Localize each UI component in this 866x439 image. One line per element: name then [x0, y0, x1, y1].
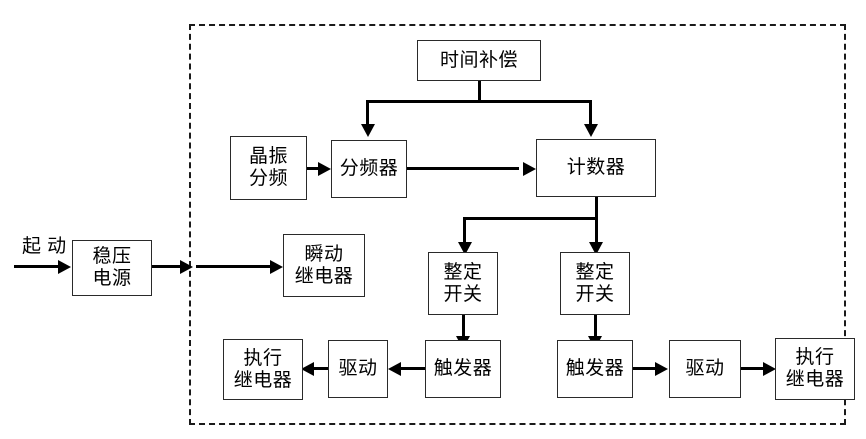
- node-time-compensation: 时间补偿: [417, 40, 541, 81]
- arrowhead-start-to-power: [58, 259, 71, 274]
- arrowhead-drive-right-to-exec-relay-right: [763, 361, 776, 376]
- node-setting-switch-right: 整定 开关: [560, 252, 630, 315]
- edge-counter-bus: [463, 217, 597, 220]
- node-exec-relay-right: 执行 继电器: [775, 338, 855, 400]
- arrowhead-timecomp-to-divider: [360, 124, 375, 137]
- edge-timecomp-to-counter: [589, 100, 592, 126]
- node-drive-right: 驱动: [669, 340, 741, 398]
- start-label-line2: 动: [47, 235, 67, 257]
- node-trigger-right-line1: 触发器: [565, 357, 625, 380]
- node-frequency-divider-line1: 分频器: [339, 157, 399, 180]
- edge-setting-left-to-trigger-left: [461, 315, 465, 338]
- node-time-compensation-line1: 时间补偿: [439, 48, 518, 71]
- edge-counter-trunk: [594, 197, 598, 220]
- node-setting-switch-right-line2: 开关: [575, 282, 615, 305]
- arrowhead-crystal-to-divider: [318, 161, 331, 176]
- node-exec-relay-right-line2: 继电器: [785, 368, 845, 390]
- arrowhead-divider-to-counter: [523, 161, 536, 176]
- node-drive-right-line1: 驱动: [685, 357, 725, 380]
- node-exec-relay-left: 执行 继电器: [223, 339, 303, 400]
- start-label-line1: 起: [22, 235, 42, 257]
- node-instant-relay-line2: 继电器: [294, 264, 354, 287]
- node-setting-switch-right-line1: 整定: [575, 260, 615, 283]
- node-setting-switch-left-line2: 开关: [443, 282, 483, 305]
- edge-power-to-boundary: [152, 265, 184, 268]
- node-trigger-right: 触发器: [557, 340, 633, 398]
- edge-timecomp-bus: [366, 100, 592, 103]
- arrowhead-drive-left-to-exec-relay-left: [301, 361, 314, 376]
- node-instant-relay: 瞬动 继电器: [283, 234, 365, 297]
- edge-boundary-to-instant-relay: [196, 265, 274, 268]
- start-label: 起 动: [22, 235, 66, 258]
- arrowhead-timecomp-to-counter: [583, 124, 598, 137]
- edge-trigger-right-to-drive-right: [633, 367, 658, 370]
- node-trigger-left: 触发器: [425, 340, 501, 398]
- arrowhead-trigger-right-to-drive-right: [655, 361, 668, 376]
- arrowhead-trigger-left-to-drive-left: [388, 361, 401, 376]
- node-setting-switch-left: 整定 开关: [428, 252, 498, 315]
- node-frequency-divider: 分频器: [331, 140, 407, 198]
- node-power-supply: 稳压 电源: [72, 240, 152, 296]
- node-crystal-oscillator: 晶振 分频: [230, 136, 307, 200]
- edge-counter-to-setting-right: [594, 217, 598, 244]
- node-instant-relay-line1: 瞬动: [304, 242, 344, 265]
- node-trigger-left-line1: 触发器: [433, 357, 493, 380]
- arrowhead-boundary-to-instant-relay: [270, 259, 283, 274]
- node-drive-left-line1: 驱动: [338, 357, 378, 380]
- node-exec-relay-left-line2: 继电器: [233, 368, 293, 391]
- edge-start-to-power: [14, 265, 60, 268]
- arrowhead-counter-to-setting-left: [457, 242, 472, 255]
- node-drive-left: 驱动: [328, 340, 388, 398]
- arrowhead-counter-to-setting-right: [589, 242, 603, 255]
- edge-setting-right-to-trigger-right: [593, 315, 597, 338]
- node-exec-relay-right-line1: 执行: [795, 346, 835, 369]
- node-counter-line1: 计数器: [566, 156, 626, 179]
- dashed-enclosure-boundary: [189, 24, 846, 425]
- node-power-supply-line2: 电源: [92, 267, 132, 289]
- arrowhead-power-to-boundary: [180, 259, 193, 274]
- node-counter: 计数器: [536, 139, 656, 197]
- edge-crystal-to-divider: [307, 167, 321, 170]
- edge-timecomp-trunk: [477, 81, 481, 103]
- node-setting-switch-left-line1: 整定: [443, 260, 483, 283]
- node-crystal-oscillator-line1: 晶振: [248, 145, 288, 168]
- node-crystal-oscillator-line2: 分频: [248, 167, 288, 189]
- edge-timecomp-to-divider: [366, 100, 369, 126]
- edge-trigger-left-to-drive-left: [397, 367, 425, 370]
- edge-counter-to-setting-left: [463, 217, 466, 244]
- node-exec-relay-left-line1: 执行: [243, 346, 283, 369]
- node-power-supply-line1: 稳压: [92, 245, 132, 268]
- edge-drive-right-to-exec-relay-right: [741, 367, 766, 370]
- edge-divider-to-counter: [407, 167, 519, 170]
- edge-drive-left-to-exec-relay-left: [312, 367, 328, 370]
